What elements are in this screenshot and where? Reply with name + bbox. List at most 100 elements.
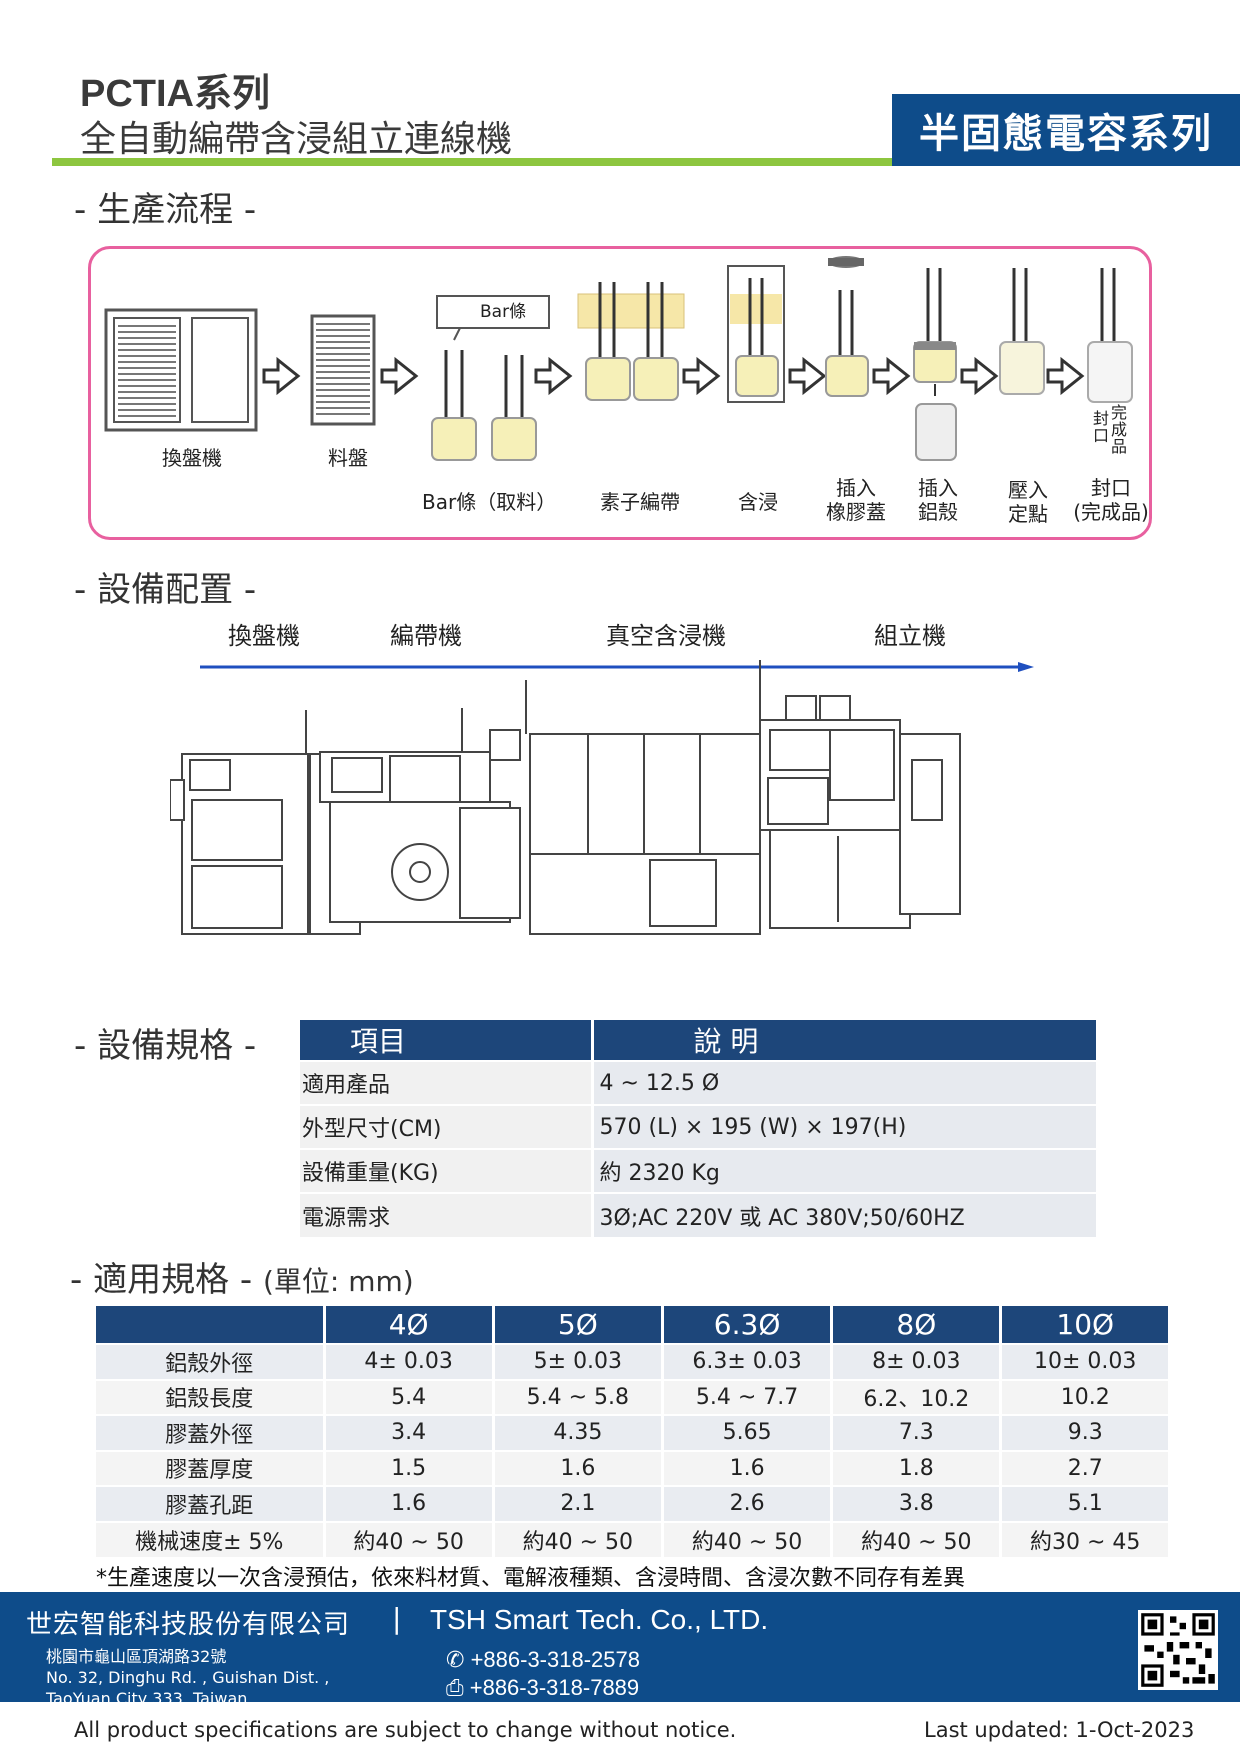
rubber-cap-capacitor xyxy=(825,256,869,397)
size-cell: 5.1 xyxy=(999,1485,1168,1522)
size-cell: 1.8 xyxy=(830,1449,1001,1486)
step-rubber-cap: 插入橡膠蓋 xyxy=(826,476,886,524)
size-cell: 5± 0.03 xyxy=(491,1343,663,1380)
size-cell: 1.6 xyxy=(660,1449,832,1486)
size-cell: 1.5 xyxy=(322,1449,494,1486)
series-badge: 半固態電容系列 xyxy=(892,94,1240,166)
fax-icon: ⎙ xyxy=(446,1675,464,1700)
spec-value: 4 ~ 12.5 Ø xyxy=(590,1060,1096,1105)
bottom-notice: All product specifications are subject t… xyxy=(74,1718,737,1742)
spec-key: 設備重量(KG) xyxy=(300,1148,592,1193)
section-layout-title: - 設備配置 - xyxy=(74,570,257,610)
size-cell: 2.6 xyxy=(660,1485,832,1522)
size-cell: 約40 ~ 50 xyxy=(830,1520,1001,1557)
phone-icon: ✆ xyxy=(446,1647,465,1672)
step-seal: 封口(完成品) xyxy=(1073,476,1149,524)
machine-label-tray-changer: 換盤機 xyxy=(228,622,300,650)
size-cell: 1.6 xyxy=(322,1485,494,1522)
size-cell: 7.3 xyxy=(830,1414,1001,1451)
machine-label-taping: 編帶機 xyxy=(390,622,462,650)
section-process-title: - 生產流程 - xyxy=(74,190,257,230)
spec-key: 外型尺寸(CM) xyxy=(300,1104,592,1149)
size-row-label: 鋁殼長度 xyxy=(96,1378,324,1415)
size-row-label: 膠蓋外徑 xyxy=(96,1414,324,1451)
spec-key: 電源需求 xyxy=(300,1192,592,1237)
machine-label-assembly: 組立機 xyxy=(874,622,946,650)
spec-value: 570 (L) × 195 (W) × 197(H) xyxy=(590,1104,1096,1149)
step-aluminium-case: 插入鋁殼 xyxy=(918,476,958,524)
size-cell: 約30 ~ 45 xyxy=(999,1520,1168,1557)
size-cell: 5.4 ~ 7.7 xyxy=(660,1378,832,1415)
equipment-spec-table: 項目 說 明 適用產品 4 ~ 12.5 Ø 外型尺寸(CM) 570 (L) … xyxy=(300,1020,1096,1237)
size-cell: 5.65 xyxy=(660,1414,832,1451)
spec-row: 電源需求 3Ø;AC 220V 或 AC 380V;50/60HZ xyxy=(300,1192,1096,1237)
tray-illustration xyxy=(310,314,376,426)
header-divider xyxy=(52,158,892,166)
spec-row: 外型尺寸(CM) 570 (L) × 195 (W) × 197(H) xyxy=(300,1104,1096,1149)
size-row-label: 鋁殼外徑 xyxy=(96,1343,324,1380)
size-row-label: 機械速度± 5% xyxy=(96,1520,324,1557)
size-cell: 約40 ~ 50 xyxy=(660,1520,832,1557)
company-name-zh: 世宏智能科技股份有限公司 xyxy=(26,1610,351,1640)
size-cell: 1.6 xyxy=(491,1449,663,1486)
last-updated: Last updated: 1-Oct-2023 xyxy=(924,1718,1195,1742)
size-header: 6.3Ø xyxy=(660,1306,832,1344)
footnote: *生產速度以一次含浸預估，依來料材質、電解液種類、含浸時間、含浸次數不同存有差異 xyxy=(96,1566,966,1591)
size-header: 5Ø xyxy=(491,1306,663,1344)
flow-arrows xyxy=(262,356,1085,396)
flow-direction-arrow xyxy=(200,662,1034,672)
spec-header-desc: 說 明 xyxy=(590,1020,1096,1061)
size-row-label: 膠蓋厚度 xyxy=(96,1449,324,1486)
step-press: 壓入定點 xyxy=(1008,478,1048,526)
size-cell: 5.4 xyxy=(322,1378,494,1415)
size-header: 8Ø xyxy=(830,1306,1001,1344)
size-cell: 3.8 xyxy=(830,1485,1001,1522)
spec-value: 3Ø;AC 220V 或 AC 380V;50/60HZ xyxy=(590,1192,1096,1237)
size-cell: 6.3± 0.03 xyxy=(660,1343,832,1380)
size-header: 10Ø xyxy=(999,1306,1168,1344)
bar-label: Bar條 xyxy=(480,302,527,322)
series-title: PCTIA系列 xyxy=(80,73,271,115)
aluminium-case-capacitor xyxy=(913,268,957,461)
taping-capacitors xyxy=(577,282,685,401)
company-name-en: TSH Smart Tech. Co., LTD. xyxy=(430,1604,769,1635)
section-spec-title: - 設備規格 - xyxy=(74,1026,257,1066)
seal-vertical-label: 封口 xyxy=(1092,409,1109,445)
machine-name: 全自動編帶含浸組立連線機 xyxy=(80,119,513,160)
address-en-line1: No. 32, Dinghu Rd. , Guishan Dist. , xyxy=(46,1668,330,1687)
size-header: 4Ø xyxy=(322,1306,494,1344)
finished-vertical-label: 完成品 xyxy=(1110,403,1127,456)
company-address: 桃園市龜山區頂湖路32號 No. 32, Dinghu Rd. , Guisha… xyxy=(46,1646,329,1709)
tray-changer-illustration xyxy=(104,308,258,432)
bar-capacitors xyxy=(431,350,537,461)
spec-key: 適用產品 xyxy=(300,1060,592,1105)
sizes-unit: (單位: mm) xyxy=(262,1265,414,1298)
bar-label-box xyxy=(436,295,550,329)
process-flow-diagram xyxy=(104,256,1133,461)
spec-row: 適用產品 4 ~ 12.5 Ø xyxy=(300,1060,1096,1105)
spec-header-item: 項目 xyxy=(300,1020,592,1061)
size-cell: 2.7 xyxy=(999,1449,1168,1486)
size-cell: 5.4 ~ 5.8 xyxy=(491,1378,663,1415)
press-capacitor xyxy=(999,268,1045,395)
qr-code-icon xyxy=(1138,1610,1218,1690)
equipment-layout-drawing xyxy=(170,660,961,935)
step-tray: 料盤 xyxy=(328,446,368,470)
sealed-capacitor xyxy=(1087,268,1133,403)
spec-value: 約 2320 Kg xyxy=(590,1148,1096,1193)
step-bar-pick: Bar條（取料） xyxy=(422,490,557,514)
step-taping: 素子編帶 xyxy=(600,490,680,514)
address-en-line2: TaoYuan City 333, Taiwan xyxy=(46,1689,248,1708)
footer-bar: 世宏智能科技股份有限公司 | TSH Smart Tech. Co., LTD.… xyxy=(0,1592,1240,1708)
size-header xyxy=(96,1306,324,1344)
step-impregnation: 含浸 xyxy=(738,490,778,514)
machine-label-vacuum-impregnation: 真空含浸機 xyxy=(606,622,726,650)
spec-row: 設備重量(KG) 約 2320 Kg xyxy=(300,1148,1096,1193)
